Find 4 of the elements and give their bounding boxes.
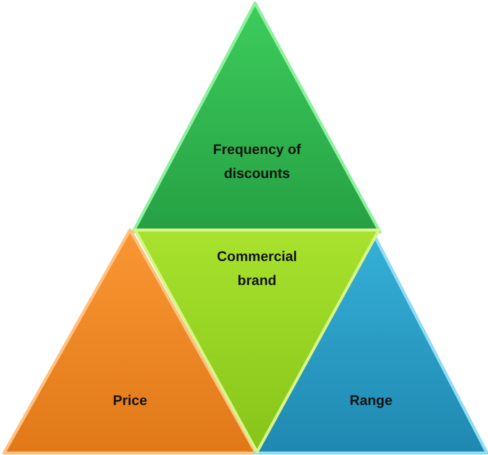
triangle-label: Commercial brand	[216, 247, 298, 290]
triangle-label: Frequency of discounts	[212, 140, 302, 183]
triangle-label: Range	[348, 391, 394, 410]
triangle-label: Price	[112, 391, 148, 410]
